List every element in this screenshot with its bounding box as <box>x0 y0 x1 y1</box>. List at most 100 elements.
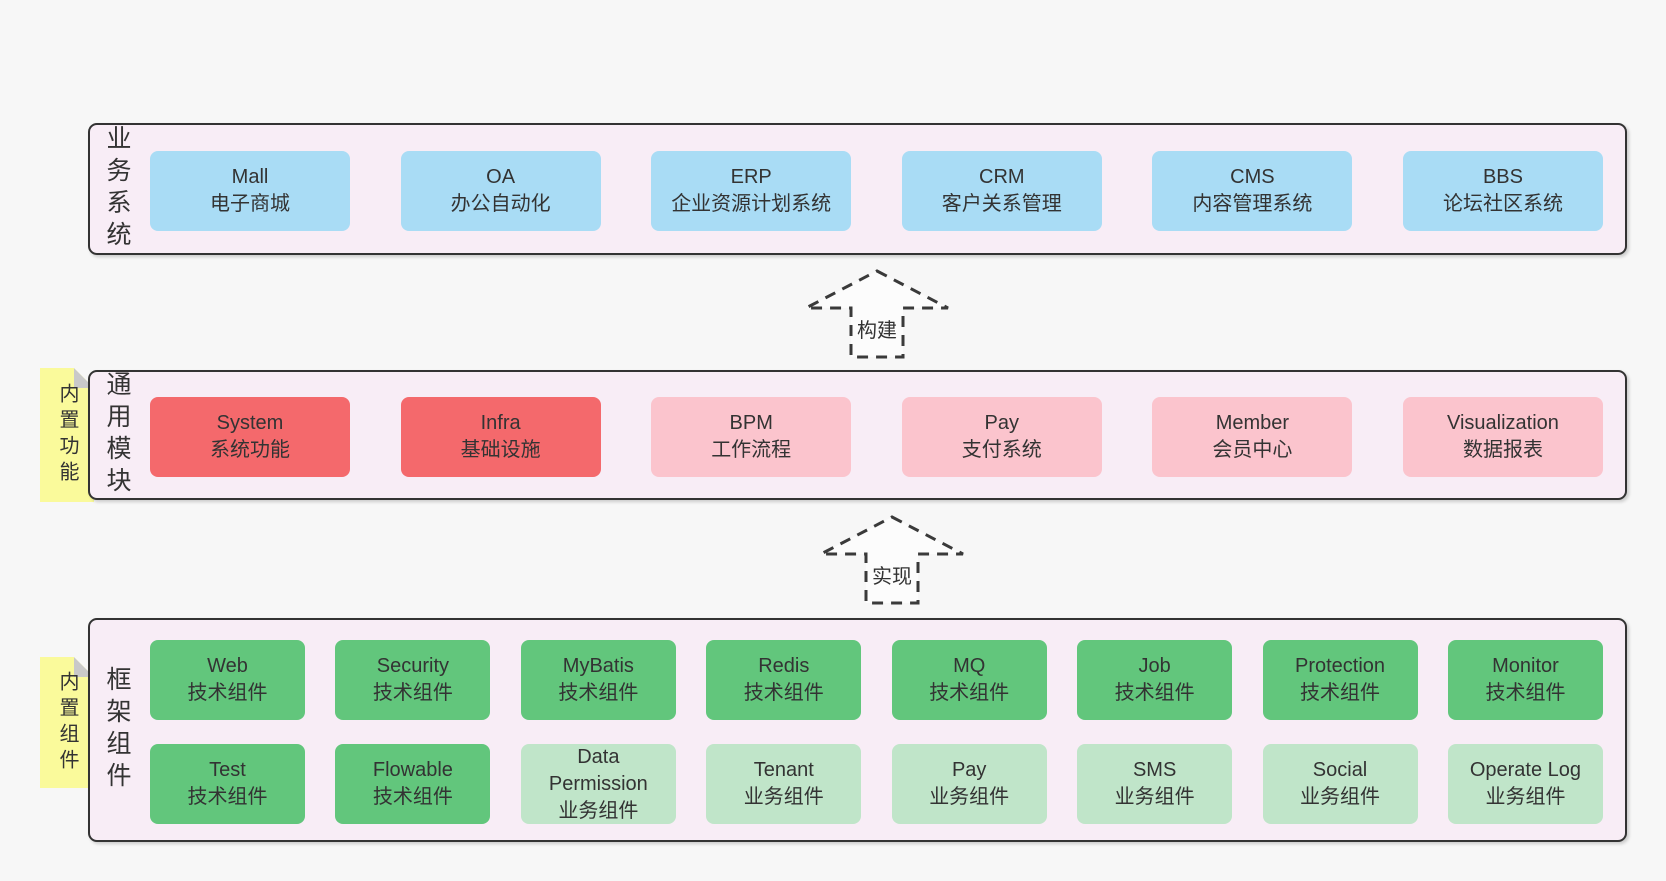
box-web: Web 技术组件 <box>150 640 305 720</box>
box-subtitle: 业务组件 <box>558 799 639 822</box>
box-subtitle: 业务组件 <box>743 786 824 808</box>
box-subtitle: 技术组件 <box>929 682 1010 704</box>
box-subtitle: 内容管理系统 <box>1192 193 1313 215</box>
box-system: System 系统功能 <box>150 397 350 477</box>
box-security: Security 技术组件 <box>335 640 491 720</box>
box-subtitle: 系统功能 <box>210 439 290 461</box>
box-social: Social 业务组件 <box>1262 744 1418 824</box>
band-framework-components: 框架组件 Web 技术组件 Security 技术组件 MyBatis 技术组件… <box>88 618 1627 842</box>
box-subtitle: 业务组件 <box>1300 786 1381 808</box>
box-subtitle: 企业资源计划系统 <box>671 193 832 215</box>
box-subtitle: 会员中心 <box>1212 439 1293 461</box>
box-protection: Protection 技术组件 <box>1262 640 1418 720</box>
box-row: Mall 电子商城 OA 办公自动化 ERP 企业资源计划系统 CRM 客户关系… <box>150 151 1603 231</box>
box-redis: Redis 技术组件 <box>706 640 862 720</box>
box-subtitle: 业务组件 <box>929 786 1010 808</box>
box-title: Operate Log <box>1469 759 1582 781</box>
box-title: Security <box>376 655 450 677</box>
box-title: SMS <box>1132 759 1177 781</box>
box-mall: Mall 电子商城 <box>150 151 350 231</box>
band-label: 业务系统 <box>103 125 131 253</box>
box-subtitle: 电子商城 <box>210 193 290 215</box>
box-subtitle: 客户关系管理 <box>941 193 1062 215</box>
box-row: System 系统功能 Infra 基础设施 BPM 工作流程 Pay 支付系统… <box>150 397 1603 477</box>
box-title: System <box>216 412 284 434</box>
box-subtitle: 工作流程 <box>711 439 792 461</box>
box-title: Job <box>1138 655 1171 677</box>
box-title: Mall <box>231 166 269 188</box>
box-subtitle: 业务组件 <box>1485 786 1566 808</box>
box-subtitle: 技术组件 <box>187 682 268 704</box>
box-mybatis: MyBatis 技术组件 <box>520 640 676 720</box>
box-flowable: Flowable 技术组件 <box>335 744 491 824</box>
box-erp: ERP 企业资源计划系统 <box>651 151 852 231</box>
box-title: Tenant <box>753 759 814 781</box>
box-infra: Infra 基础设施 <box>400 397 601 477</box>
box-subtitle: 技术组件 <box>187 786 268 808</box>
band-common-modules: 通用模块 System 系统功能 Infra 基础设施 BPM 工作流程 Pay… <box>88 370 1627 500</box>
sticky-note-label: 内置功能 <box>56 383 78 487</box>
box-title: CRM <box>979 166 1025 188</box>
box-title: ERP <box>730 166 772 188</box>
box-title: Social <box>1312 759 1368 781</box>
box-member: Member 会员中心 <box>1152 397 1353 477</box>
box-title: OA <box>486 166 516 188</box>
box-row: Test 技术组件 Flowable 技术组件 Data Permission … <box>150 744 1603 824</box>
arrow-up-icon <box>805 269 949 359</box>
box-title: Pay <box>984 412 1020 434</box>
box-bbs: BBS 论坛社区系统 <box>1402 151 1603 231</box>
box-subtitle: 数据报表 <box>1462 439 1543 461</box>
band-label: 框架组件 <box>103 666 131 794</box>
box-oa: OA 办公自动化 <box>400 151 601 231</box>
box-title: Infra <box>480 412 521 434</box>
box-subtitle: 技术组件 <box>372 786 453 808</box>
box-subtitle: 支付系统 <box>961 439 1042 461</box>
box-operate-log: Operate Log 业务组件 <box>1447 744 1603 824</box>
box-pay: Pay 支付系统 <box>901 397 1102 477</box>
box-title: CMS <box>1230 166 1275 188</box>
box-title: Flowable <box>372 759 453 781</box>
box-crm: CRM 客户关系管理 <box>901 151 1102 231</box>
box-title: Visualization <box>1447 412 1559 434</box>
box-subtitle: 技术组件 <box>372 682 453 704</box>
box-subtitle: 基础设施 <box>460 439 541 461</box>
sticky-note-builtin-features: 内置功能 <box>40 368 94 502</box>
box-title: Pay <box>951 759 987 781</box>
band-label: 通用模块 <box>103 371 131 499</box>
box-mq: MQ 技术组件 <box>891 640 1047 720</box>
box-cms: CMS 内容管理系统 <box>1152 151 1353 231</box>
box-data-permission: Data Permission 业务组件 <box>520 744 676 824</box>
box-sms: SMS 业务组件 <box>1077 744 1233 824</box>
box-title: Test <box>209 759 246 781</box>
box-title: Protection <box>1295 655 1386 677</box>
box-subtitle: 技术组件 <box>743 682 824 704</box>
box-subtitle: 技术组件 <box>1485 682 1566 704</box>
arrow-label: 实现 <box>872 566 912 588</box>
box-title: BPM <box>729 412 773 434</box>
box-subtitle: 技术组件 <box>1300 682 1381 704</box>
box-visualization: Visualization 数据报表 <box>1402 397 1603 477</box>
box-title: Data Permission <box>548 745 648 795</box>
box-job: Job 技术组件 <box>1077 640 1233 720</box>
sticky-note-builtin-components: 内置组件 <box>40 657 94 788</box>
box-pay-business: Pay 业务组件 <box>891 744 1047 824</box>
box-row: Web 技术组件 Security 技术组件 MyBatis 技术组件 Redi… <box>150 640 1603 720</box>
arrow-implement: 实现 <box>818 514 966 606</box>
box-test: Test 技术组件 <box>150 744 305 824</box>
arrow-label: 构建 <box>857 320 897 342</box>
band-business-systems: 业务系统 Mall 电子商城 OA 办公自动化 ERP 企业资源计划系统 CRM… <box>88 123 1627 255</box>
box-tenant: Tenant 业务组件 <box>706 744 862 824</box>
box-subtitle: 业务组件 <box>1114 786 1195 808</box>
box-title: Redis <box>758 655 810 677</box>
box-subtitle: 论坛社区系统 <box>1442 193 1563 215</box>
arrow-up-icon <box>820 515 964 605</box>
box-subtitle: 技术组件 <box>1114 682 1195 704</box>
box-title: MyBatis <box>562 655 634 677</box>
box-title: Member <box>1215 412 1290 434</box>
box-title: BBS <box>1482 166 1523 188</box>
box-subtitle: 办公自动化 <box>450 193 551 215</box>
box-bpm: BPM 工作流程 <box>651 397 852 477</box>
box-subtitle: 技术组件 <box>558 682 639 704</box>
box-title: MQ <box>953 655 986 677</box>
